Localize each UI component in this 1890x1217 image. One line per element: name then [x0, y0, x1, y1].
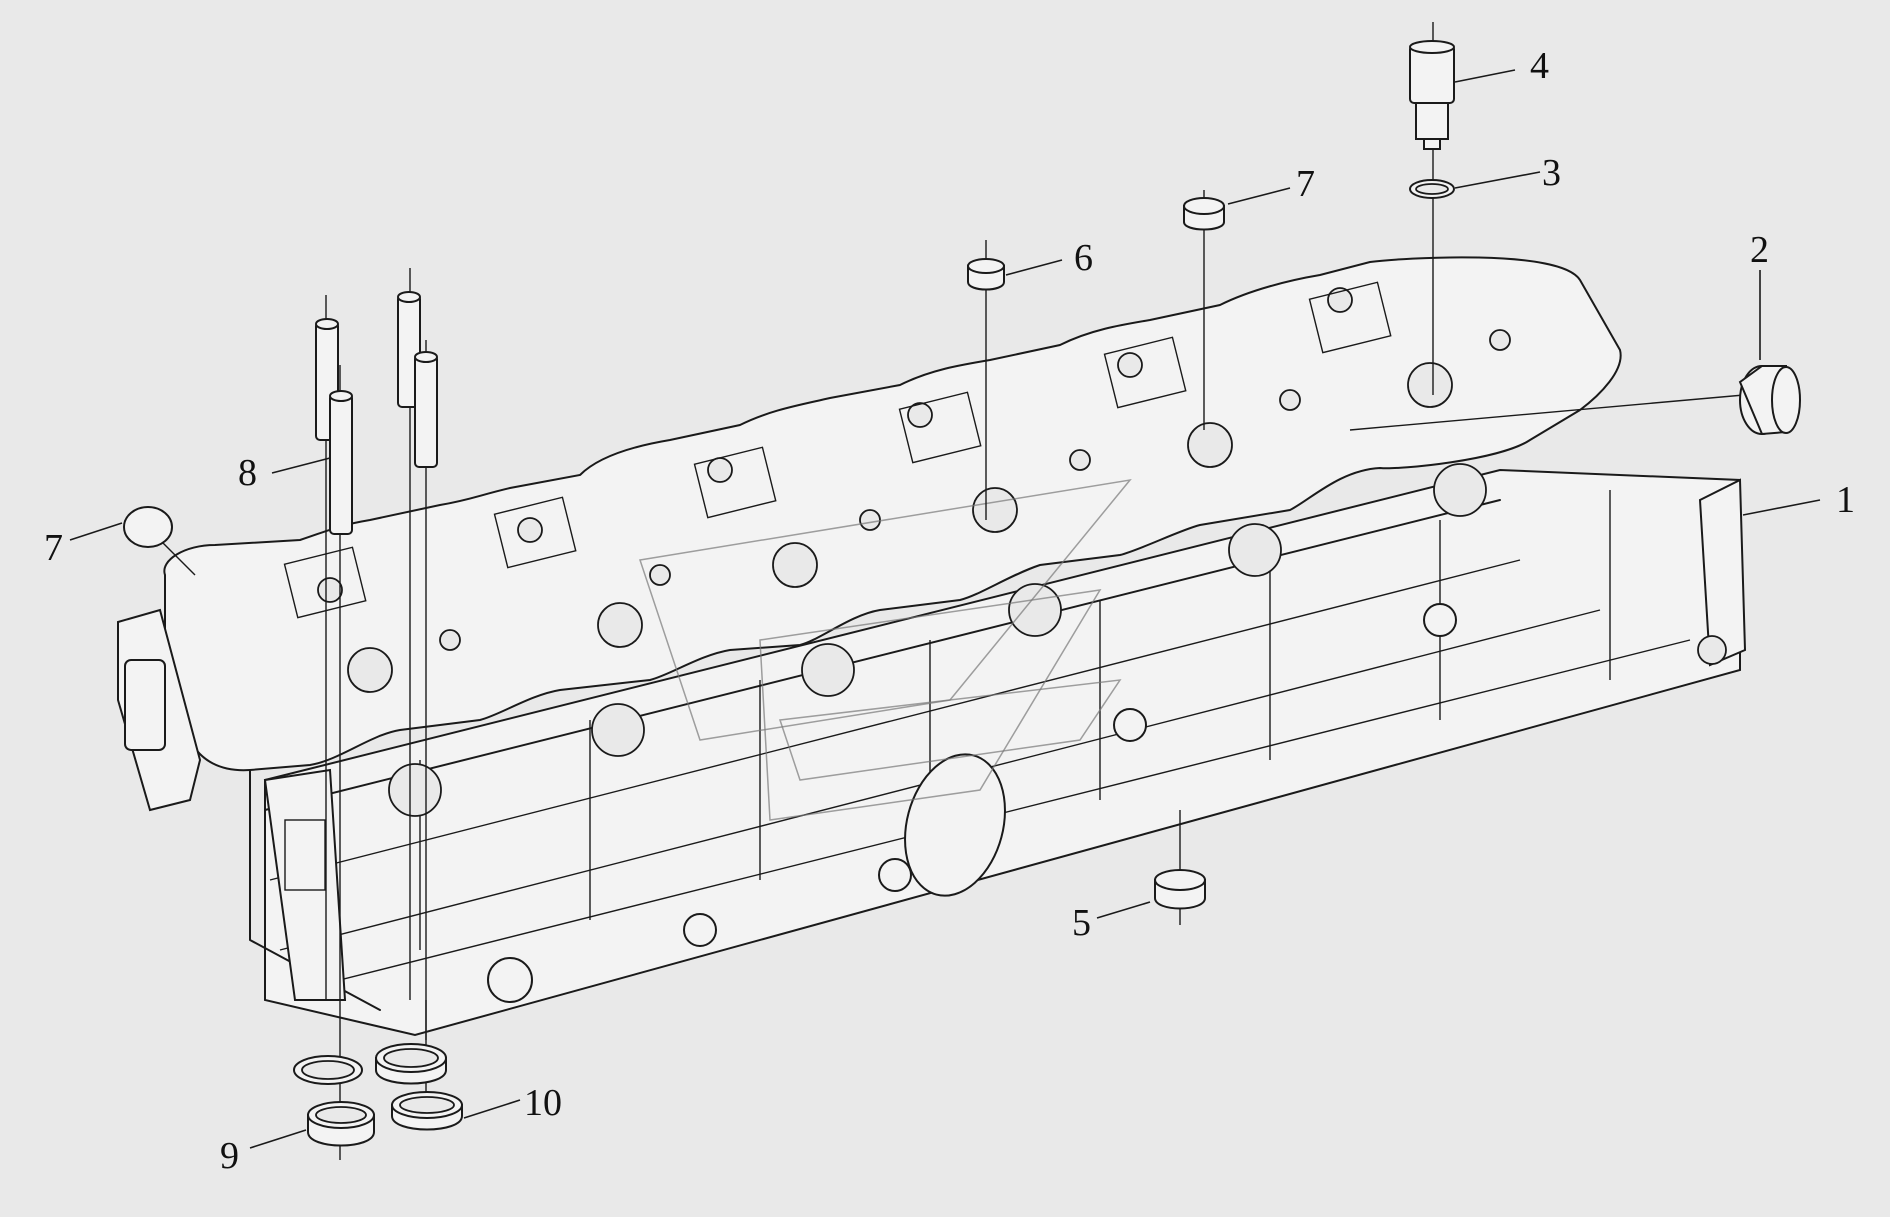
cylinder-head-body — [117, 256, 1747, 1037]
callout-7-top: 7 — [1296, 163, 1315, 205]
leader-lines — [69, 69, 1821, 1149]
callout-5: 5 — [1072, 902, 1091, 944]
callout-9: 9 — [220, 1135, 239, 1177]
callout-10: 10 — [524, 1082, 562, 1124]
part-2-plug — [1349, 365, 1801, 436]
part-7-plug-top — [1183, 190, 1225, 430]
part-7-plug-left — [123, 506, 196, 576]
callouts: 1 2 3 4 5 6 7 7 8 9 10 — [44, 45, 1855, 1177]
callout-6: 6 — [1074, 237, 1093, 279]
part-9-rings — [293, 1055, 375, 1147]
part-6-plug — [967, 240, 1005, 520]
watermark — [639, 478, 1132, 821]
part-4-sleeve — [1409, 22, 1455, 395]
callout-7-left: 7 — [44, 527, 63, 569]
callout-1: 1 — [1836, 479, 1855, 521]
callout-3: 3 — [1542, 152, 1561, 194]
callout-4: 4 — [1530, 45, 1549, 87]
callout-2: 2 — [1750, 229, 1769, 271]
part-5-plug — [1154, 810, 1206, 925]
part-3-o-ring — [1409, 179, 1455, 199]
part-8-tubes — [315, 268, 438, 1160]
callout-8: 8 — [238, 452, 257, 494]
part-10-rings — [375, 1000, 463, 1131]
deck-holes — [317, 287, 1511, 693]
